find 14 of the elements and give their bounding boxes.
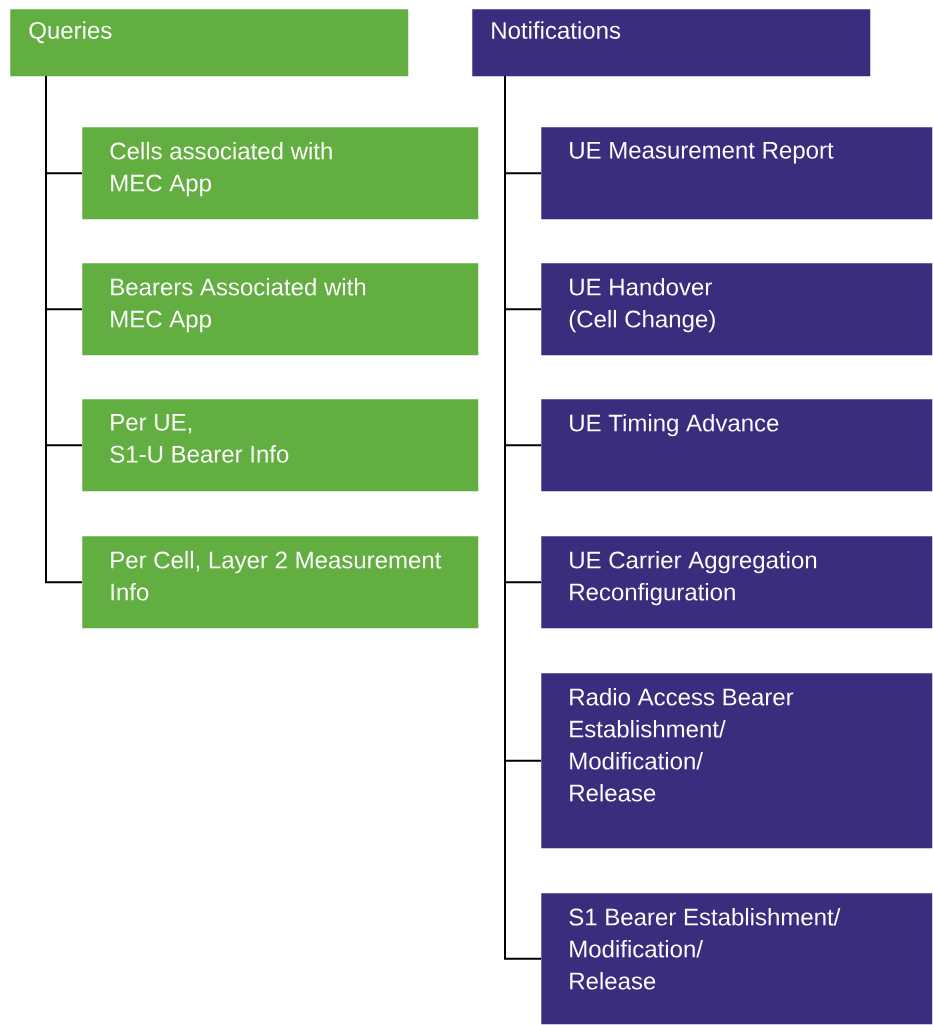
- item-box: UE Carrier Aggregation Reconfiguration: [541, 536, 933, 629]
- category-header-box: Notifications: [472, 9, 871, 77]
- connector-line: [45, 75, 83, 584]
- item-box: Per Cell, Layer 2 Measurement Info: [82, 536, 479, 629]
- item-box: UE Timing Advance: [541, 399, 933, 492]
- connector-line: [504, 75, 542, 960]
- item-box: Per UE, S1-U Bearer Info: [82, 399, 479, 492]
- item-box: Radio Access Bearer Establishment/ Modification/ Release: [541, 673, 933, 849]
- item-box: UE Measurement Report: [541, 127, 933, 220]
- item-box: Bearers Associated with MEC App: [82, 263, 479, 356]
- item-box: S1 Bearer Establishment/ Modification/ Release: [541, 893, 933, 1025]
- category-header-box: Queries: [10, 9, 409, 77]
- item-box: Cells associated with MEC App: [82, 127, 479, 220]
- item-box: UE Handover (Cell Change): [541, 263, 933, 356]
